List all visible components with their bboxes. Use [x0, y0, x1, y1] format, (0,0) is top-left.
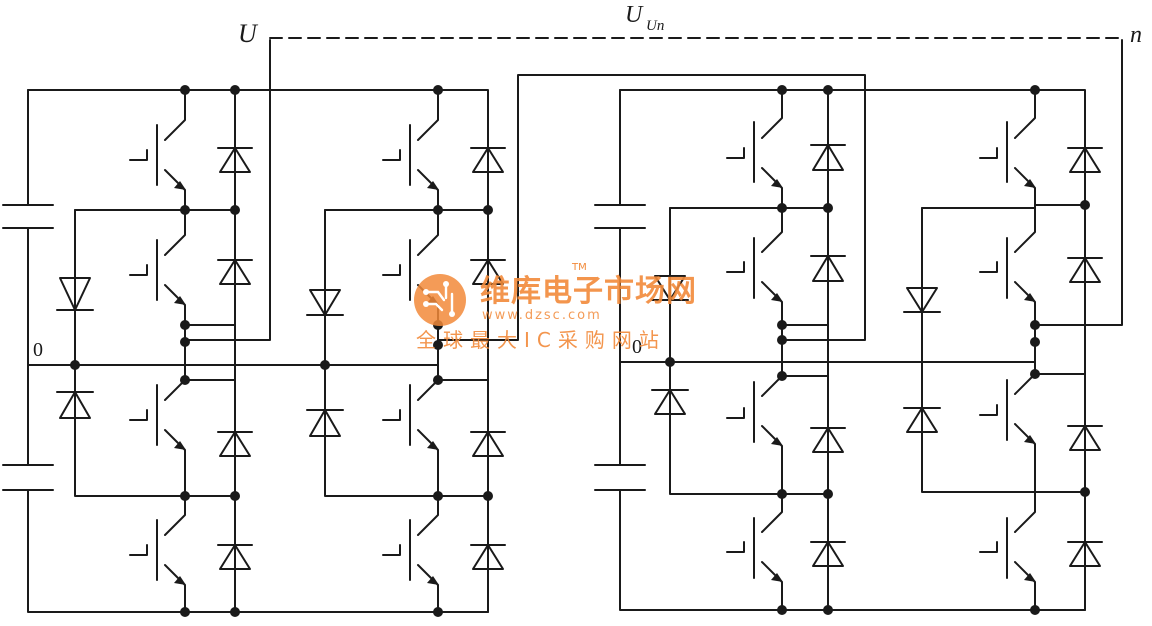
watermark-tm: TM [572, 262, 587, 273]
watermark: 维库电子市场网 TM www.dzsc.com 全球最大IC采购网站 [412, 262, 742, 352]
watermark-brand: 维库电子市场网 [480, 274, 697, 309]
label-voltage: U [625, 2, 644, 28]
label-voltage-subscript: Un [646, 18, 664, 34]
right-bridge [594, 39, 1123, 615]
left-capacitor-top [2, 204, 54, 229]
left-junctions [70, 85, 493, 617]
right-leg-d-clamp [903, 207, 1036, 493]
right-leg-d-arrows [1024, 179, 1036, 582]
label-u: U [238, 19, 259, 48]
left-leg-b-clamp [306, 209, 439, 497]
right-junctions [665, 85, 1090, 615]
watermark-slogan: 全球最大IC采购网站 [416, 328, 666, 352]
watermark-url: www.dzsc.com [482, 308, 602, 323]
left-leg-a [129, 89, 253, 613]
left-bridge [2, 39, 866, 617]
right-capacitor-top [594, 204, 646, 229]
label-left-midpoint: 0 [33, 339, 43, 361]
label-n: n [1130, 22, 1142, 48]
right-dc-bus [619, 89, 1086, 611]
left-output-u [184, 39, 271, 341]
right-leg-c-arrows [771, 179, 783, 582]
label-right-midpoint: 0 [632, 336, 642, 358]
right-leg-d [979, 39, 1123, 611]
right-leg-c-clamp [651, 207, 783, 495]
right-leg-c [726, 89, 846, 611]
left-capacitor-bottom [2, 464, 54, 491]
brand-logo-icon [414, 274, 466, 326]
left-leg-a-clamp [56, 209, 186, 497]
right-capacitor-bottom [594, 464, 646, 491]
left-leg-a-arrows [174, 181, 186, 585]
